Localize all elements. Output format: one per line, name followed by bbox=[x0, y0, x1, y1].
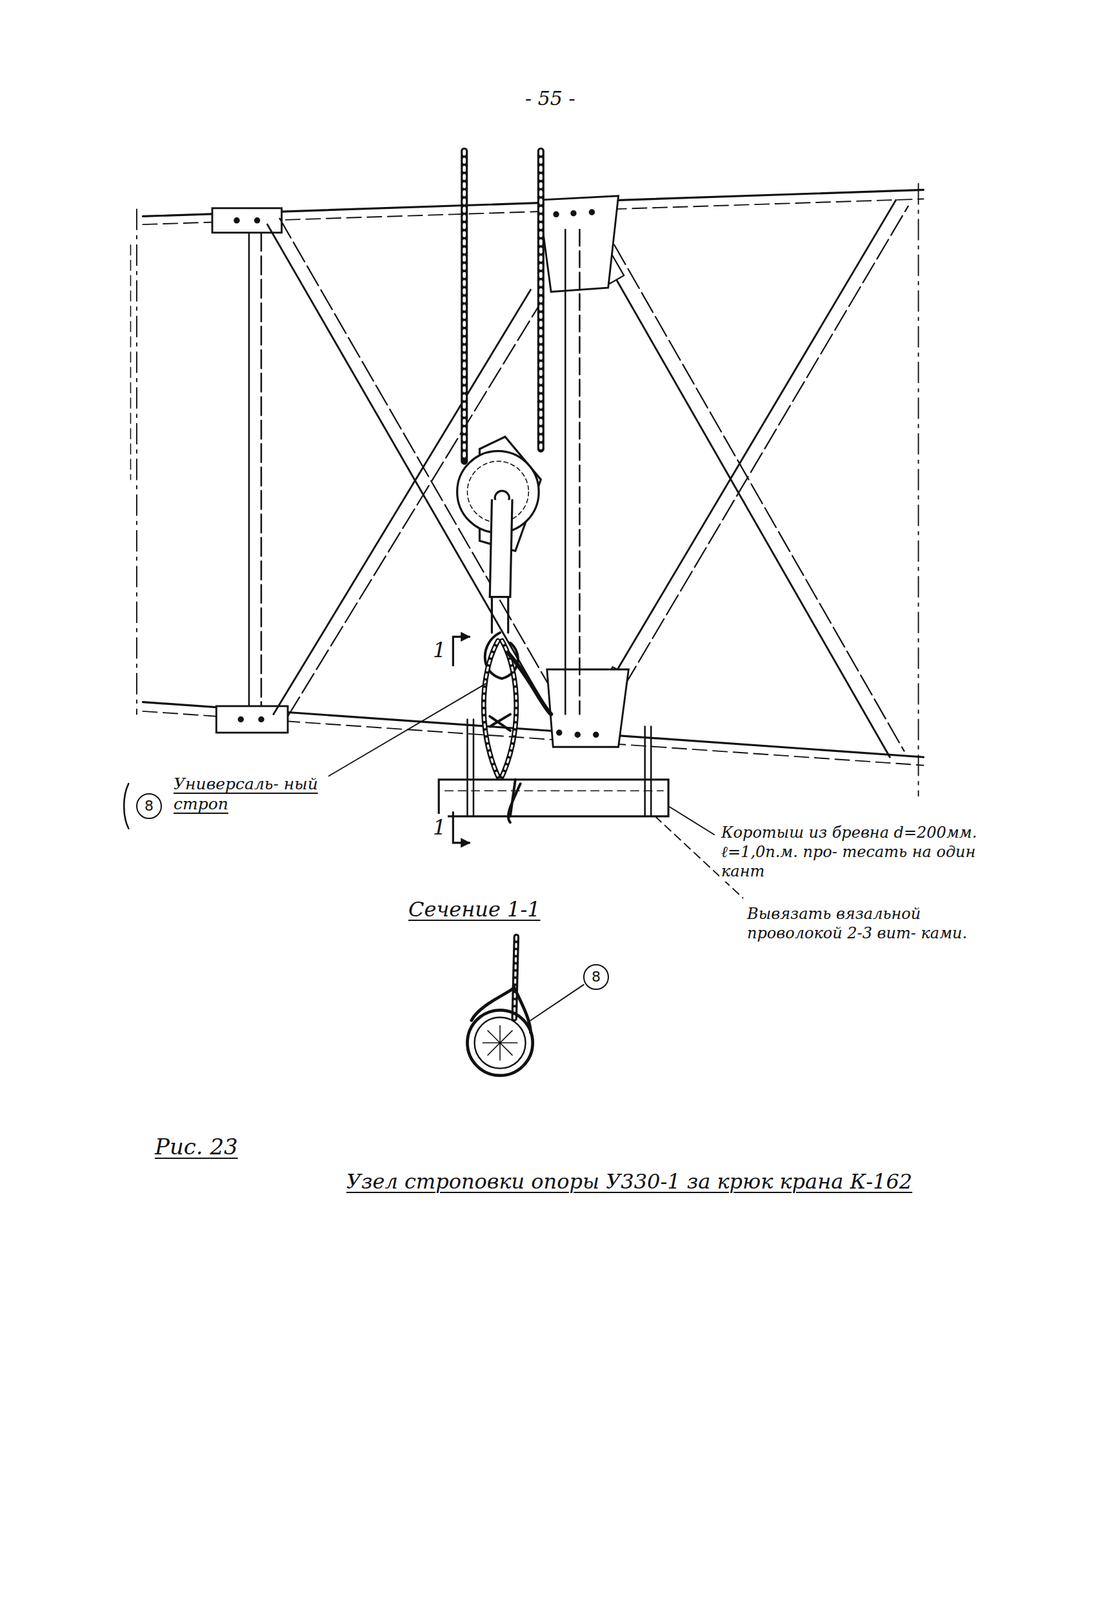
section-title: Сечение 1-1 bbox=[406, 896, 543, 924]
part-label: Универсаль- ный строп bbox=[171, 773, 329, 816]
section-mark: 1 bbox=[430, 636, 448, 664]
section-mark: 1 bbox=[430, 814, 448, 842]
figure-number: Рис. 23 bbox=[152, 1132, 240, 1162]
callout-text: 8 bbox=[144, 799, 154, 814]
page-number: - 55 - bbox=[523, 85, 578, 112]
callout-number: 8 bbox=[136, 793, 162, 820]
binding-note: Вывязать вязальной проволокой 2-3 вит- к… bbox=[745, 903, 1000, 944]
figure-caption: Узел строповки опоры У330-1 за крюк кран… bbox=[310, 1168, 948, 1196]
callout-text: 8 bbox=[591, 970, 601, 985]
part-note: Коротыш из бревна d=200мм. ℓ=1,0п.м. про… bbox=[719, 822, 1015, 882]
callout-number: 8 bbox=[583, 964, 609, 991]
